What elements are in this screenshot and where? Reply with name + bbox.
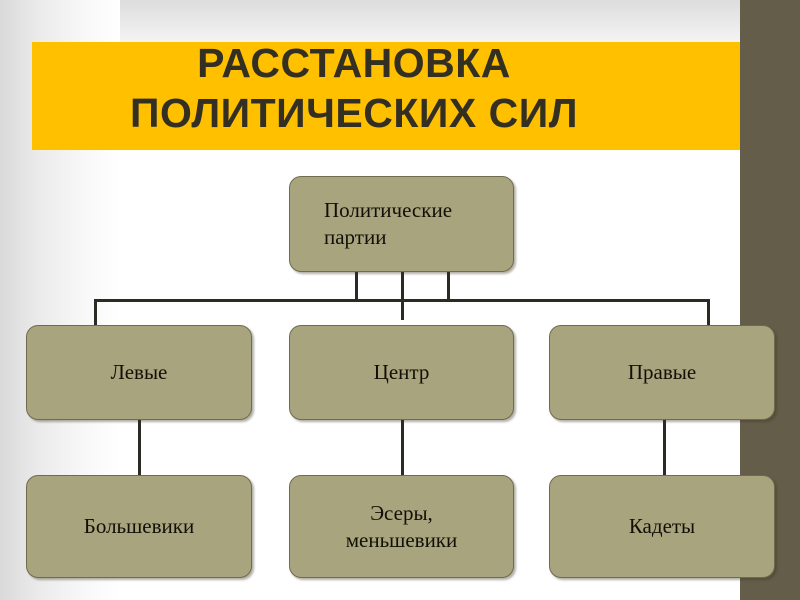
node-right-wing[interactable]: Правые	[549, 325, 775, 420]
node-bolsheviks[interactable]: Большевики	[26, 475, 252, 578]
node-bolsheviks-label: Большевики	[83, 514, 195, 538]
node-srs-mensheviks-label: Эсеры, меньшевики	[345, 500, 458, 552]
node-left-wing[interactable]: Левые	[26, 325, 252, 420]
connector-root-stub-middle	[401, 272, 404, 320]
connector-right-to-kadety	[663, 420, 666, 475]
node-political-parties[interactable]: Политические партии	[289, 176, 514, 272]
connector-root-stub-right	[447, 272, 450, 301]
connector-bus-to-right	[707, 299, 710, 326]
connector-bus-to-left	[94, 299, 97, 326]
connector-left-to-bolsheviki	[138, 420, 141, 475]
node-center-wing-label: Центр	[373, 360, 430, 384]
node-political-parties-label: Политические партии	[324, 198, 453, 249]
node-srs-mensheviks[interactable]: Эсеры, меньшевики	[289, 475, 514, 578]
node-center-wing[interactable]: Центр	[289, 325, 514, 420]
node-left-wing-label: Левые	[110, 360, 168, 384]
node-kadets[interactable]: Кадеты	[549, 475, 775, 578]
node-kadets-label: Кадеты	[628, 514, 696, 538]
connector-horizontal-bus	[94, 299, 710, 302]
page-title: РАССТАНОВКА ПОЛИТИЧЕСКИХ СИЛ	[130, 40, 578, 136]
connector-center-to-esery	[401, 420, 404, 475]
title-banner	[32, 42, 740, 150]
connector-root-stub-left	[355, 272, 358, 301]
node-right-wing-label: Правые	[627, 360, 697, 384]
